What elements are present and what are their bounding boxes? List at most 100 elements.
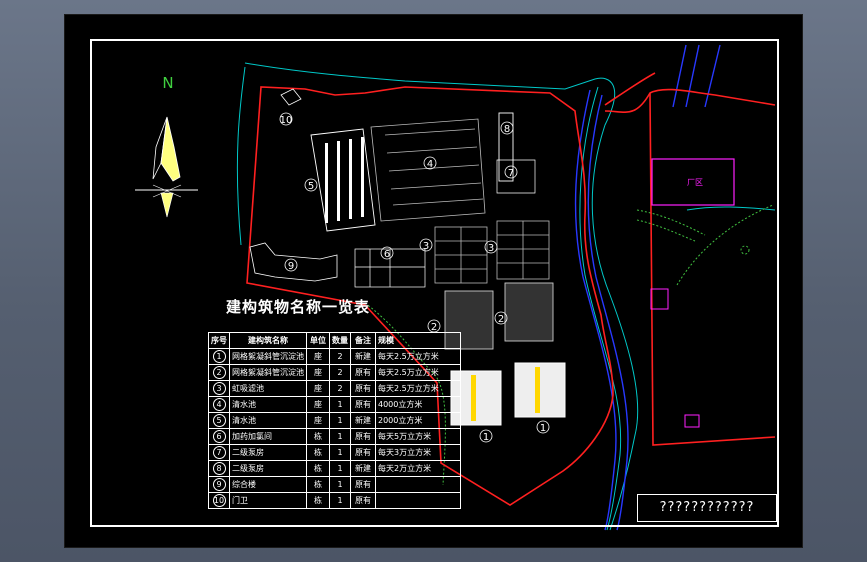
header-no: 序号 [208, 332, 230, 349]
cell-scale: 每天2万立方米 [375, 460, 461, 477]
cell-qty: 2 [329, 364, 351, 381]
label-building-2b: 2 [498, 314, 504, 325]
north-arrow-icon [135, 116, 198, 218]
cell-note: 原有 [350, 396, 376, 413]
row-number-circle: 9 [212, 478, 226, 491]
pump-house-7 [496, 159, 536, 194]
cell-scale [375, 492, 461, 509]
row-number-circle: 4 [212, 398, 226, 411]
label-building-1a: 1 [483, 432, 489, 443]
chemical-building-6 [354, 248, 426, 288]
cell-qty: 1 [329, 412, 351, 429]
cell-note: 原有 [350, 476, 376, 493]
cell-qty: 1 [329, 444, 351, 461]
cell-note: 原有 [350, 428, 376, 445]
cell-scale: 每天2.5万立方米 [375, 348, 461, 365]
label-building-10: 10 [280, 115, 293, 126]
cell-name: 网格絮凝斜管沉淀池 [229, 348, 307, 365]
label-building-5: 5 [308, 181, 314, 192]
gatehouse-10 [280, 88, 302, 106]
cell-qty: 1 [329, 428, 351, 445]
building-number-markers [279, 112, 550, 443]
factory-label: 厂区 [687, 178, 703, 187]
cell-qty: 2 [329, 380, 351, 397]
cell-no: 2 [208, 364, 230, 381]
label-building-4: 4 [427, 159, 433, 170]
road-lines [236, 62, 776, 531]
cell-no: 7 [208, 444, 230, 461]
cell-qty: 1 [329, 492, 351, 509]
drawing-canvas[interactable]: N [64, 14, 803, 548]
cell-scale: 2000立方米 [375, 412, 461, 429]
cell-name: 综合楼 [229, 476, 307, 493]
office-building-9 [249, 242, 338, 282]
cell-name: 清水池 [229, 396, 307, 413]
header-qty: 数量 [329, 332, 351, 349]
small-magenta-structure [684, 414, 700, 428]
cell-unit: 栋 [306, 476, 330, 493]
cell-qty: 2 [329, 348, 351, 365]
cell-no: 3 [208, 380, 230, 397]
cell-no: 4 [208, 396, 230, 413]
cell-no: 8 [208, 460, 230, 477]
tank-5-columns [325, 137, 364, 223]
cell-name: 门卫 [229, 492, 307, 509]
label-building-1b: 1 [540, 423, 546, 434]
cell-note: 原有 [350, 364, 376, 381]
row-number-circle: 8 [212, 462, 226, 475]
label-building-3a: 3 [423, 241, 429, 252]
siphon-filter-3b [496, 220, 550, 280]
pump-house-8 [498, 112, 514, 182]
cell-scale: 每天3万立方米 [375, 444, 461, 461]
cell-name: 加药加氯间 [229, 428, 307, 445]
row-number-circle: 2 [212, 366, 226, 379]
clearwater-tank-5 [310, 128, 376, 232]
cell-scale [375, 476, 461, 493]
cell-note: 新建 [350, 460, 376, 477]
label-building-8: 8 [504, 124, 510, 135]
cell-note: 原有 [350, 444, 376, 461]
sedimentation-tank-2b [504, 282, 554, 342]
row-number-circle: 10 [212, 494, 226, 507]
cell-qty: 1 [329, 460, 351, 477]
sedimentation-tank-1b [514, 362, 566, 418]
siphon-filter-3a [434, 226, 488, 284]
cell-unit: 座 [306, 380, 330, 397]
table-title: 建构筑物名称一览表 [225, 298, 370, 316]
cell-unit: 座 [306, 412, 330, 429]
river-lines [574, 44, 721, 531]
row-number-circle: 3 [212, 382, 226, 395]
cell-note: 原有 [350, 492, 376, 509]
cell-qty: 1 [329, 396, 351, 413]
cell-no: 10 [208, 492, 230, 509]
cell-note: 新建 [350, 348, 376, 365]
label-building-7: 7 [508, 168, 514, 179]
title-block: ???????????? [637, 494, 777, 522]
cell-note: 原有 [350, 380, 376, 397]
label-building-9: 9 [288, 261, 294, 272]
cell-unit: 座 [306, 396, 330, 413]
row-number-circle: 1 [212, 350, 226, 363]
cell-name: 网格絮凝斜管沉淀池 [229, 364, 307, 381]
cell-name: 虹吸滤池 [229, 380, 307, 397]
cell-name: 二级泵房 [229, 444, 307, 461]
north-label: N [162, 74, 173, 92]
cell-no: 6 [208, 428, 230, 445]
cell-name: 二级泵房 [229, 460, 307, 477]
factory-building [651, 158, 735, 206]
cell-unit: 栋 [306, 444, 330, 461]
label-building-6: 6 [384, 249, 390, 260]
cell-unit: 栋 [306, 460, 330, 477]
